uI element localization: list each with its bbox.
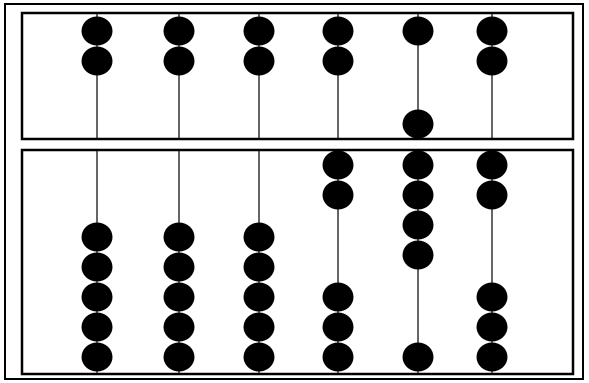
bead-lower-6 bbox=[477, 151, 508, 180]
bead-lower-3 bbox=[244, 343, 275, 372]
bead-lower-4 bbox=[323, 151, 354, 180]
bead-upper-3 bbox=[244, 17, 275, 46]
bead-lower-3 bbox=[244, 253, 275, 282]
bead-lower-4 bbox=[323, 181, 354, 210]
bead-lower-2 bbox=[164, 253, 195, 282]
bead-lower-4 bbox=[323, 313, 354, 342]
bead-lower-2 bbox=[164, 223, 195, 252]
bead-upper-1 bbox=[82, 47, 113, 76]
bead-lower-3 bbox=[244, 283, 275, 312]
bead-upper-2 bbox=[164, 17, 195, 46]
bead-lower-5 bbox=[403, 181, 434, 210]
bead-upper-6 bbox=[477, 47, 508, 76]
bead-lower-3 bbox=[244, 223, 275, 252]
bead-upper-3 bbox=[244, 47, 275, 76]
bead-lower-5 bbox=[403, 241, 434, 270]
bead-lower-1 bbox=[82, 313, 113, 342]
bead-lower-5 bbox=[403, 211, 434, 240]
bead-lower-4 bbox=[323, 283, 354, 312]
bead-lower-1 bbox=[82, 283, 113, 312]
bead-lower-2 bbox=[164, 283, 195, 312]
bead-lower-2 bbox=[164, 343, 195, 372]
bead-lower-6 bbox=[477, 313, 508, 342]
bead-upper-5 bbox=[403, 110, 434, 139]
bead-lower-5 bbox=[403, 151, 434, 180]
bead-lower-3 bbox=[244, 313, 275, 342]
bead-upper-6 bbox=[477, 17, 508, 46]
bead-upper-4 bbox=[323, 47, 354, 76]
bead-lower-1 bbox=[82, 253, 113, 282]
bead-upper-1 bbox=[82, 17, 113, 46]
bead-lower-6 bbox=[477, 283, 508, 312]
bead-lower-1 bbox=[82, 223, 113, 252]
bead-upper-2 bbox=[164, 47, 195, 76]
bead-upper-5 bbox=[403, 17, 434, 46]
bead-upper-4 bbox=[323, 17, 354, 46]
bead-lower-1 bbox=[82, 343, 113, 372]
bead-lower-6 bbox=[477, 343, 508, 372]
bead-lower-4 bbox=[323, 343, 354, 372]
bead-lower-6 bbox=[477, 181, 508, 210]
bead-lower-5 bbox=[403, 343, 434, 372]
bead-lower-2 bbox=[164, 313, 195, 342]
